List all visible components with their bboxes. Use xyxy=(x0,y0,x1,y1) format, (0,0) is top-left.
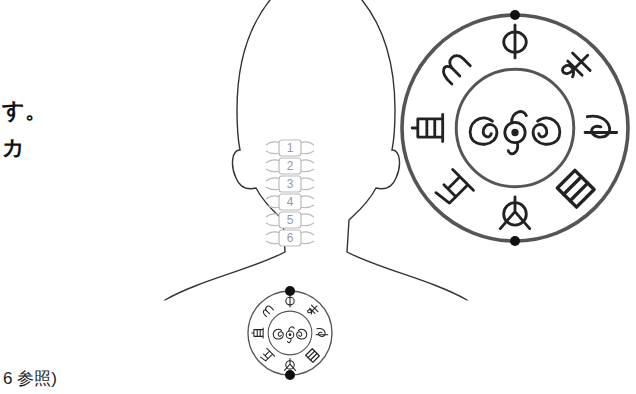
body-text: す。 xyxy=(2,98,47,124)
marker-dot xyxy=(510,236,520,246)
vertebra-number: 4 xyxy=(279,194,301,210)
marker-dot xyxy=(285,370,295,380)
large-symbol-wheel xyxy=(402,15,628,241)
vertebra xyxy=(279,194,301,210)
vertebra xyxy=(279,140,301,156)
marker-dot xyxy=(285,286,295,296)
vertebra xyxy=(279,158,301,174)
vertebra xyxy=(279,230,301,246)
vertebra-number: 3 xyxy=(279,176,301,192)
marker-dot xyxy=(510,10,520,20)
small-symbol-wheel xyxy=(248,291,332,375)
vertebra-number: 6 xyxy=(279,230,301,246)
body-text: カ xyxy=(2,135,25,161)
reference-note: 6 参照) xyxy=(3,368,57,390)
head-left-contour xyxy=(165,0,285,300)
marker-dots xyxy=(285,10,520,380)
vertebra-number: 1 xyxy=(279,140,301,156)
vertebra xyxy=(279,212,301,228)
vertebra-number: 5 xyxy=(279,212,301,228)
vertebra xyxy=(279,176,301,192)
cervical-vertebrae xyxy=(266,140,314,246)
vertebra-number: 2 xyxy=(279,158,301,174)
